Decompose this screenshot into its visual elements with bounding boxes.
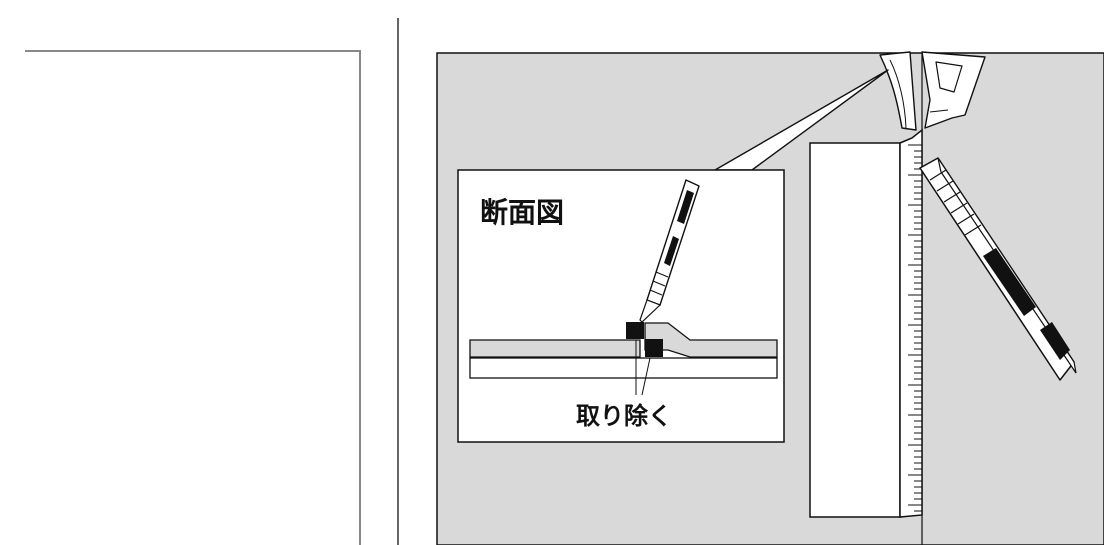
cross-section-inset: 断面図 取り除く — [457, 169, 785, 443]
ruler — [809, 128, 923, 518]
removed-piece-bottom — [645, 339, 663, 357]
removed-piece-top — [626, 322, 644, 339]
peeled-wallpaper-flaps — [879, 51, 986, 131]
callout-label: 取り除く — [576, 402, 672, 430]
inset-cutter — [639, 179, 700, 323]
inset-title: 断面図 — [480, 196, 564, 229]
wallpaper-layer-left — [469, 339, 641, 358]
ruler-ticks — [908, 144, 922, 512]
left-blank-panel — [25, 50, 361, 545]
wall-layer — [469, 357, 778, 379]
cutter-knife — [919, 157, 1077, 381]
